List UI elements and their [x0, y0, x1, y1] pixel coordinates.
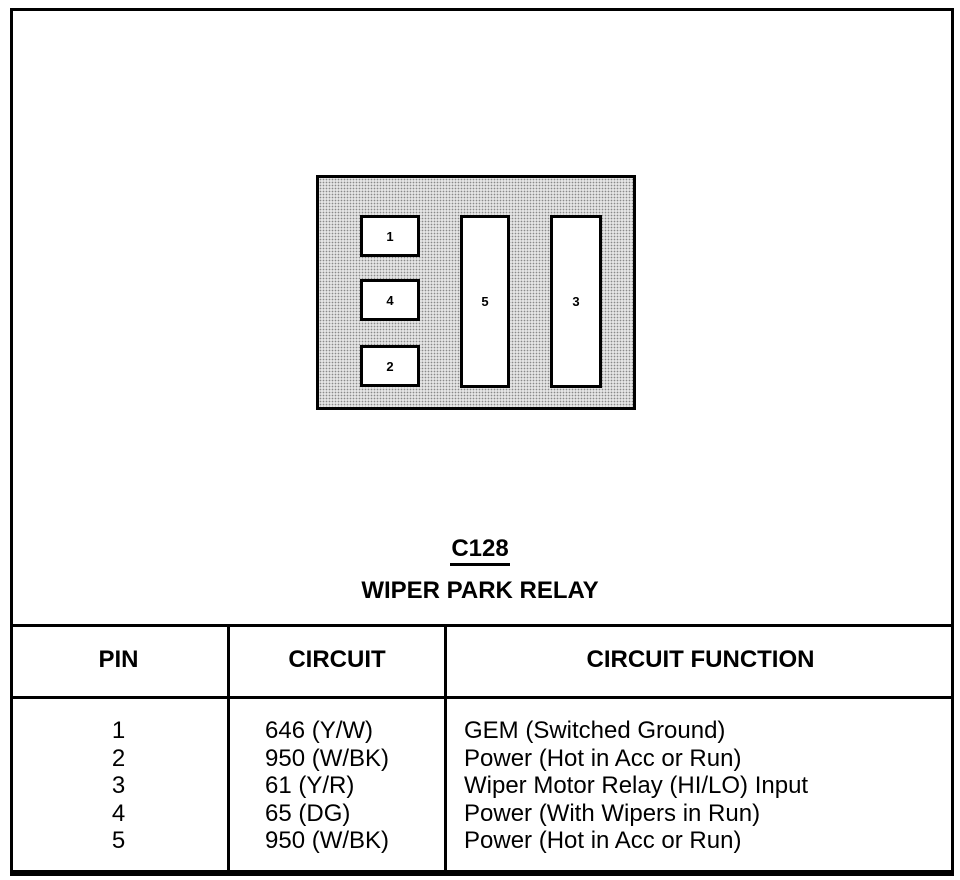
table-column-divider: [444, 624, 447, 873]
function-cell: GEM (Switched Ground): [464, 717, 726, 744]
pin-cell: 5: [111, 827, 126, 854]
table-bottom-rule: [10, 870, 954, 873]
connector-id-text: C128: [450, 535, 510, 566]
cavity-pin-4: 4: [360, 279, 420, 321]
cavity-pin-1: 1: [360, 215, 420, 257]
function-column: GEM (Switched Ground) Power (Hot in Acc …: [464, 717, 808, 855]
pin-cell: 3: [111, 772, 126, 799]
pin-column: 1 2 3 4 5: [10, 717, 227, 855]
table-header-rule: [10, 696, 954, 699]
pin-cell: 1: [111, 717, 126, 744]
diagram-frame: [10, 8, 954, 876]
function-cell: Power (Hot in Acc or Run): [464, 827, 742, 854]
connector-id: C128: [0, 535, 960, 566]
cavity-pin-2: 2: [360, 345, 420, 387]
connector-name: WIPER PARK RELAY: [361, 577, 599, 604]
cavity-label: 2: [386, 358, 394, 374]
header-circuit-function: CIRCUIT FUNCTION: [586, 646, 815, 673]
cavity-pin-5: 5: [460, 215, 510, 388]
cavity-label: 1: [386, 228, 394, 244]
function-cell: Power (Hot in Acc or Run): [464, 744, 742, 772]
cavity-label: 4: [386, 292, 394, 308]
header-circuit: CIRCUIT: [288, 646, 386, 673]
pin-cell: 2: [111, 744, 126, 772]
table-top-rule: [10, 624, 954, 627]
circuit-cell: 61 (Y/R): [265, 772, 355, 799]
circuit-cell: 950 (W/BK): [265, 827, 390, 854]
circuit-column: 646 (Y/W) 950 (W/BK) 61 (Y/R) 65 (DG) 95…: [265, 717, 389, 855]
function-cell: Wiper Motor Relay (HI/LO) Input: [464, 772, 809, 799]
cavity-label: 5: [481, 294, 489, 309]
pinout-table: PIN CIRCUIT CIRCUIT FUNCTION 1 2 3 4 5 6…: [10, 624, 954, 873]
pin-cell: 4: [111, 799, 126, 827]
header-pin: PIN: [98, 646, 139, 673]
table-column-divider: [227, 624, 230, 873]
cavity-label: 3: [572, 294, 580, 309]
cavity-pin-3: 3: [550, 215, 602, 388]
circuit-cell: 950 (W/BK): [265, 744, 390, 772]
connector-face: 1 4 2 5 3: [316, 175, 636, 410]
circuit-cell: 646 (Y/W): [265, 717, 374, 744]
function-cell: Power (With Wipers in Run): [464, 799, 761, 827]
circuit-cell: 65 (DG): [265, 799, 351, 827]
